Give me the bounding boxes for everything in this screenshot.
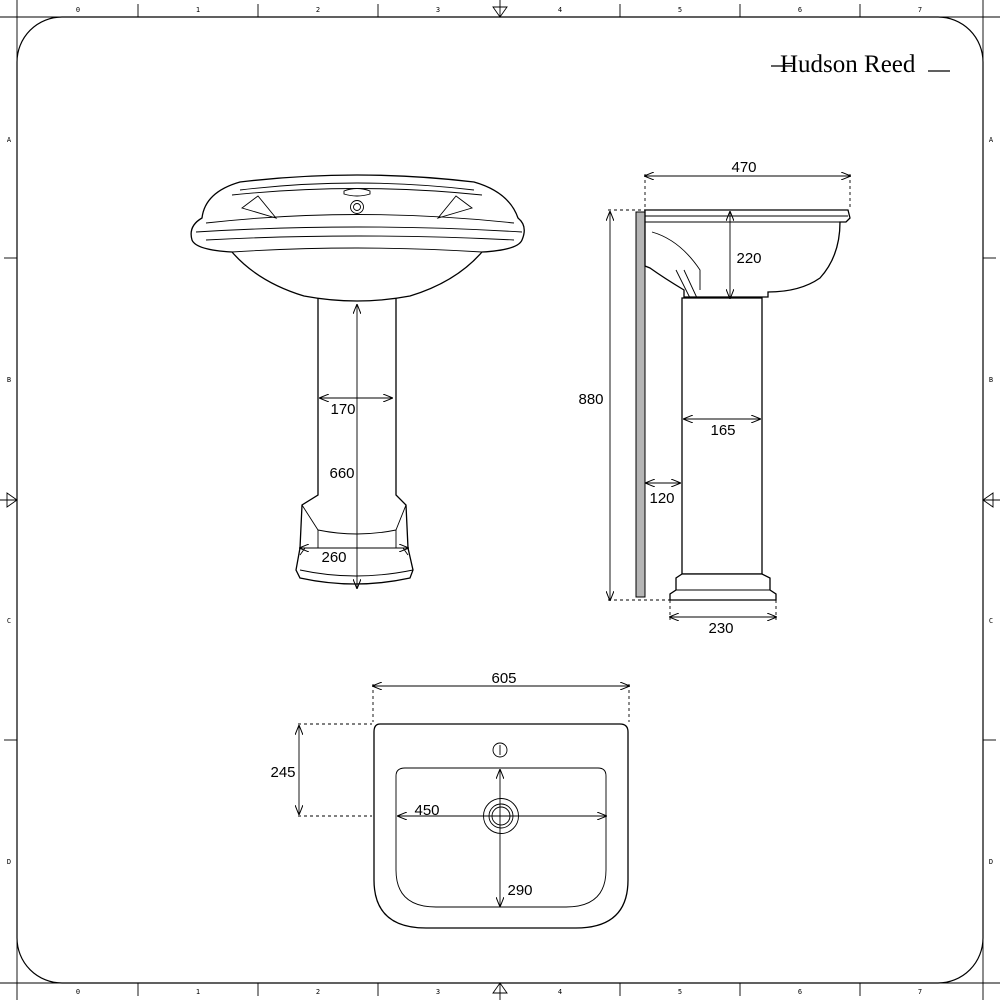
front-basin	[190, 174, 525, 302]
grid-col-1: 1	[196, 6, 200, 14]
grid-row-c-left: C	[7, 617, 11, 625]
grid-col-0: 0	[76, 6, 80, 14]
side-pedestal	[681, 297, 763, 575]
grid-row-labels: A B C D A B C D	[7, 136, 994, 866]
brand-logo: Hudson Reed	[771, 51, 950, 78]
grid-col-7-bottom: 7	[918, 988, 922, 996]
grid-col-1-bottom: 1	[196, 988, 200, 996]
side-view: 470 220 880 165 120 230	[578, 159, 850, 637]
grid-col-3: 3	[436, 6, 440, 14]
grid-row-a-right: A	[989, 136, 994, 144]
grid-col-0-bottom: 0	[76, 988, 80, 996]
grid-col-2-bottom: 2	[316, 988, 320, 996]
dim-plan-bowl-depth: 290	[507, 882, 532, 899]
grid-col-4: 4	[558, 6, 562, 14]
front-pedestal	[295, 297, 414, 585]
tap-hole-icon	[492, 742, 508, 758]
grid-col-6: 6	[798, 6, 802, 14]
dim-side-base-width: 230	[708, 620, 733, 637]
grid-col-6-bottom: 6	[798, 988, 802, 996]
grid-col-5-bottom: 5	[678, 988, 682, 996]
grid-col-3-bottom: 3	[436, 988, 440, 996]
grid-col-7: 7	[918, 6, 922, 14]
dim-front-pedestal-width: 170	[330, 401, 355, 418]
dim-plan-bowl-width: 450	[414, 802, 439, 819]
grid-column-labels-top: 0 1 2 3 4 5 6 7	[76, 6, 922, 14]
grid-col-4-bottom: 4	[558, 988, 562, 996]
dim-plan-offset: 245	[270, 764, 295, 781]
dim-front-pedestal-height: 660	[329, 465, 354, 482]
dim-side-pedestal-width: 165	[710, 422, 735, 439]
plan-bowl	[395, 767, 607, 908]
side-pedestal-base	[669, 573, 777, 601]
grid-row-d-left: D	[7, 858, 11, 866]
dim-side-wall-gap: 120	[649, 490, 674, 507]
grid-row-c-right: C	[989, 617, 993, 625]
dim-side-depth: 470	[731, 159, 756, 176]
front-view: 170 660 260	[190, 174, 525, 588]
grid-col-5: 5	[678, 6, 682, 14]
dim-plan-width: 605	[491, 670, 516, 687]
brand-name: Hudson Reed	[780, 51, 916, 78]
front-overflow-icon	[350, 200, 364, 214]
dim-side-total-height: 880	[578, 391, 603, 408]
grid-row-b-left: B	[7, 376, 11, 384]
grid-row-a-left: A	[7, 136, 12, 144]
grid-row-d-right: D	[989, 858, 993, 866]
wall-section	[635, 211, 646, 598]
dim-side-bowl-height: 220	[736, 250, 761, 267]
grid-row-b-right: B	[989, 376, 993, 384]
grid-col-2: 2	[316, 6, 320, 14]
grid-column-labels-bottom: 0 1 2 3 4 5 6 7	[76, 988, 922, 996]
side-basin	[644, 209, 851, 298]
dim-front-base-width: 260	[321, 549, 346, 566]
plan-view: 605 245 450 290	[270, 670, 629, 929]
plan-basin-outline	[373, 723, 629, 929]
